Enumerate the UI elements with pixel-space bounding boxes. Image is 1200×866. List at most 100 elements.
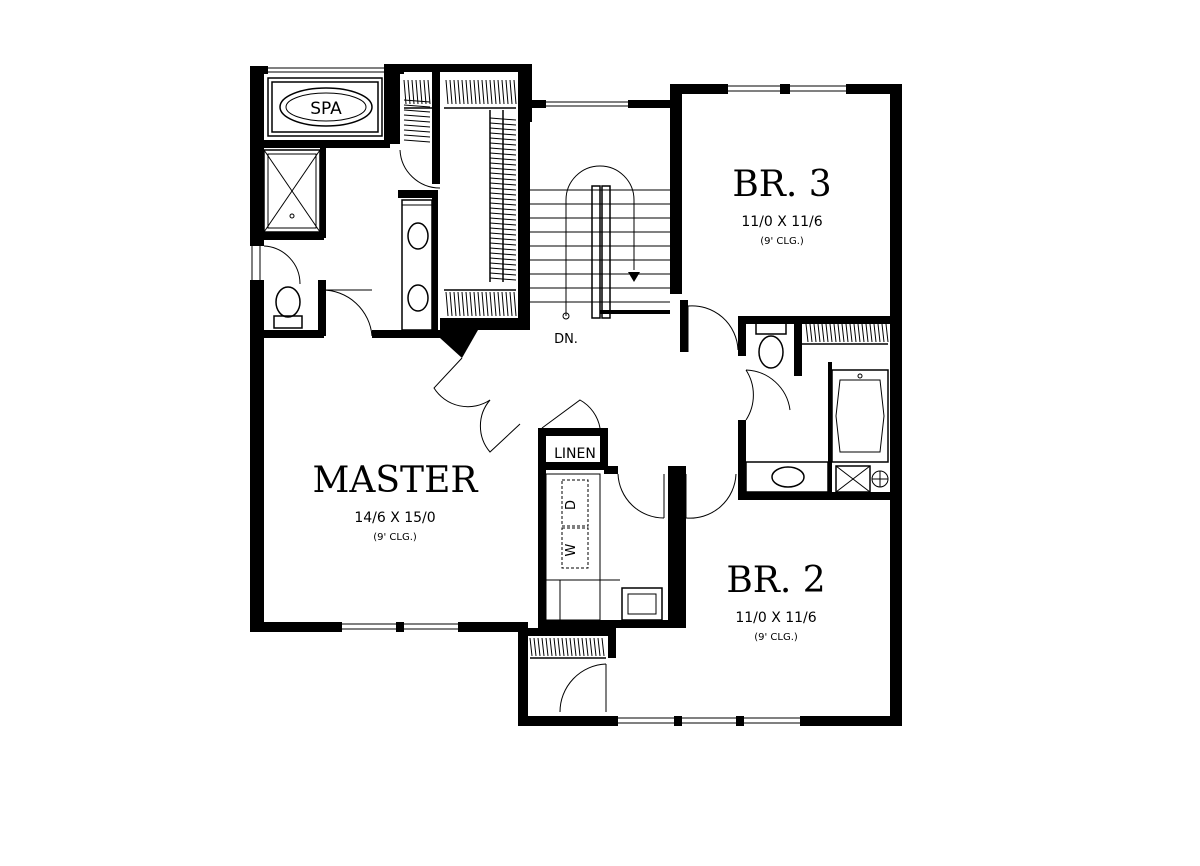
hanger-mark <box>453 291 457 317</box>
hanger-mark <box>857 323 861 343</box>
hanger-mark <box>403 99 431 103</box>
hanger-mark <box>533 637 537 657</box>
hanger-mark <box>489 227 517 231</box>
hanger-mark <box>853 323 857 343</box>
hanger-mark <box>545 637 549 657</box>
windows <box>251 67 846 724</box>
hanger-mark <box>577 637 581 657</box>
hanger-mark <box>445 291 449 317</box>
hanger-mark <box>489 197 517 201</box>
hanger-mark <box>489 172 517 176</box>
hanger-mark <box>489 157 517 161</box>
vanity-sinks <box>401 199 433 331</box>
hanger-mark <box>481 79 485 105</box>
hanger-mark <box>869 323 873 343</box>
laundry: D W <box>545 473 663 621</box>
hanger-mark <box>449 291 453 317</box>
hanger-mark <box>805 323 809 343</box>
hanger-mark <box>403 129 431 133</box>
hanger-mark <box>813 323 817 343</box>
hanger-mark <box>473 291 477 317</box>
hanger-mark <box>505 291 509 317</box>
hanger-mark <box>601 637 605 657</box>
hanger-mark <box>497 79 501 105</box>
shower <box>263 149 321 233</box>
hanger-mark <box>877 323 881 343</box>
stairs-down-label: DN. <box>554 332 578 347</box>
room-master: MASTER 14/6 X 15/0 (9' CLG.) <box>313 460 479 543</box>
room-master-dims: 14/6 X 15/0 <box>354 510 435 526</box>
hanger-mark <box>489 187 517 191</box>
hanger-mark <box>537 637 541 657</box>
hanger-mark <box>497 291 501 317</box>
hanger-mark <box>529 637 533 657</box>
hanger-mark <box>485 79 489 105</box>
hanger-mark <box>493 79 497 105</box>
hanger-mark <box>865 323 869 343</box>
hanger-mark <box>489 127 517 131</box>
hanger-mark <box>453 79 457 105</box>
hanger-mark <box>489 212 517 216</box>
hanger-mark <box>585 637 589 657</box>
hanger-mark <box>597 637 601 657</box>
room-master-ceiling: (9' CLG.) <box>373 532 417 543</box>
hanger-mark <box>427 79 431 105</box>
hanger-mark <box>415 79 419 105</box>
linen-closet: LINEN <box>554 446 596 462</box>
hanger-mark <box>489 142 517 146</box>
hanger-mark <box>469 79 473 105</box>
hanger-mark <box>403 124 431 128</box>
hanger-mark <box>489 177 517 181</box>
hanger-mark <box>419 79 423 105</box>
hanger-mark <box>457 79 461 105</box>
hanger-mark <box>489 79 493 105</box>
hanger-mark <box>501 291 505 317</box>
room-br3-dims: 11/0 X 11/6 <box>741 214 822 230</box>
dryer-label: D <box>564 500 579 510</box>
hanger-mark <box>569 637 573 657</box>
hanger-mark <box>489 262 517 266</box>
hanger-mark <box>477 79 481 105</box>
hanger-mark <box>465 291 469 317</box>
room-br3: BR. 3 11/0 X 11/6 (9' CLG.) <box>732 164 831 247</box>
hanger-mark <box>403 139 431 143</box>
hanger-mark <box>489 132 517 136</box>
hanger-mark <box>485 291 489 317</box>
hanger-mark <box>489 277 517 281</box>
hanger-mark <box>833 323 837 343</box>
hanger-mark <box>573 637 577 657</box>
hanger-mark <box>457 291 461 317</box>
hanger-mark <box>841 323 845 343</box>
room-br3-ceiling: (9' CLG.) <box>760 236 804 247</box>
hanger-mark <box>873 323 877 343</box>
bath2-fixtures <box>745 321 889 493</box>
hanger-mark <box>461 79 465 105</box>
stairs: DN. <box>530 165 670 347</box>
hanger-mark <box>489 237 517 241</box>
hanger-mark <box>489 162 517 166</box>
hanger-mark <box>489 222 517 226</box>
hanger-mark <box>473 79 477 105</box>
hanger-mark <box>509 291 513 317</box>
hanger-mark <box>541 637 545 657</box>
hanger-mark <box>489 202 517 206</box>
interior-walls <box>262 64 902 658</box>
hanger-mark <box>481 291 485 317</box>
hanger-mark <box>493 291 497 317</box>
hanger-mark <box>885 323 889 343</box>
hanger-mark <box>489 217 517 221</box>
room-br2-name: BR. 2 <box>726 560 825 601</box>
room-br3-name: BR. 3 <box>732 164 831 205</box>
hanger-mark <box>817 323 821 343</box>
room-master-name: MASTER <box>313 460 479 501</box>
hanger-mark <box>881 323 885 343</box>
hanger-mark <box>477 291 481 317</box>
hanger-mark <box>403 109 431 113</box>
hanger-mark <box>509 79 513 105</box>
hanger-mark <box>565 637 569 657</box>
spa-label: SPA <box>310 99 342 119</box>
hanger-mark <box>849 323 853 343</box>
hanger-mark <box>489 267 517 271</box>
hanger-mark <box>593 637 597 657</box>
